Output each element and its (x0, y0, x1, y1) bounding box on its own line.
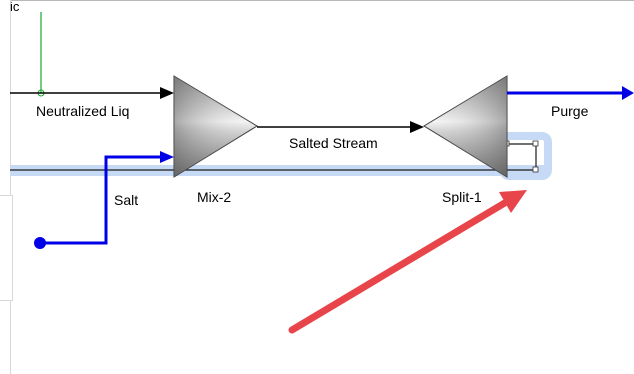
purge-stream-arrowhead (622, 86, 634, 100)
neutralized-liq-arrowhead (160, 87, 174, 99)
mixer-label[interactable]: Mix-2 (197, 189, 232, 205)
clipped-label: ic (10, 2, 20, 12)
salt-stream-arrowhead (160, 151, 174, 163)
salted-stream-arrowhead (410, 121, 424, 133)
annotation-arrow (288, 190, 527, 334)
left-panel-edge (0, 0, 11, 374)
splitter-unit[interactable] (423, 75, 508, 178)
selection-handle-3[interactable] (532, 166, 539, 173)
canvas-top-border (10, 0, 634, 1)
salt-stream-line[interactable] (40, 155, 165, 245)
selection-handle-2[interactable] (532, 140, 539, 147)
left-panel-box (0, 195, 13, 301)
salt-label[interactable]: Salt (114, 192, 139, 208)
splitter-label[interactable]: Split-1 (442, 189, 482, 205)
purge-label[interactable]: Purge (551, 103, 589, 119)
neutralized-liq-label[interactable]: Neutralized Liq (36, 103, 130, 119)
mixer-unit[interactable] (173, 75, 258, 178)
salted-stream-label[interactable]: Salted Stream (289, 135, 378, 151)
